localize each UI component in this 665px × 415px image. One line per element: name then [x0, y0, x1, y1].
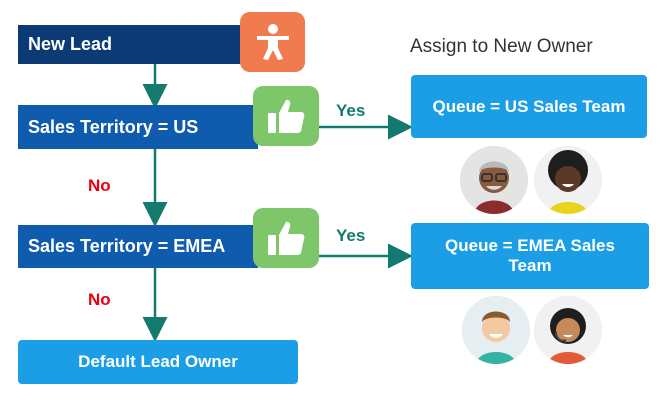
new-lead-label: New Lead [28, 34, 113, 54]
avatar-man-smiling [462, 296, 530, 364]
territory-us-step: Sales Territory = US [18, 105, 258, 149]
new-lead-step: New Lead [18, 25, 248, 64]
territory-us-label: Sales Territory = US [28, 116, 199, 137]
emea-approve-tile [253, 208, 319, 268]
no-label-emea: No [88, 290, 111, 309]
avatar-man-glasses [460, 146, 528, 214]
territory-emea-label: Sales Territory = EMEA [28, 236, 226, 256]
default-owner-label: Default Lead Owner [78, 352, 238, 371]
avatar-woman-curly [534, 146, 602, 214]
thumbs-up-icon [268, 221, 305, 255]
queue-us-label: Queue = US Sales Team [432, 96, 626, 116]
no-label-us: No [88, 176, 111, 195]
assign-heading: Assign to New Owner [410, 36, 593, 57]
person-icon [256, 24, 289, 60]
thumbs-up-icon [268, 99, 305, 133]
queue-emea-label: Queue = EMEA Sales Team [445, 236, 615, 275]
territory-emea-step: Sales Territory = EMEA [18, 225, 258, 268]
default-owner-step: Default Lead Owner [18, 340, 298, 384]
yes-label-us: Yes [336, 101, 366, 120]
queue-us-box: Queue = US Sales Team [411, 75, 647, 138]
lead-person-tile [240, 12, 305, 72]
queue-emea-box: Queue = EMEA Sales Team [411, 223, 649, 289]
yes-label-emea: Yes [336, 226, 366, 245]
us-approve-tile [253, 86, 319, 146]
avatar-woman-headset [534, 296, 602, 364]
